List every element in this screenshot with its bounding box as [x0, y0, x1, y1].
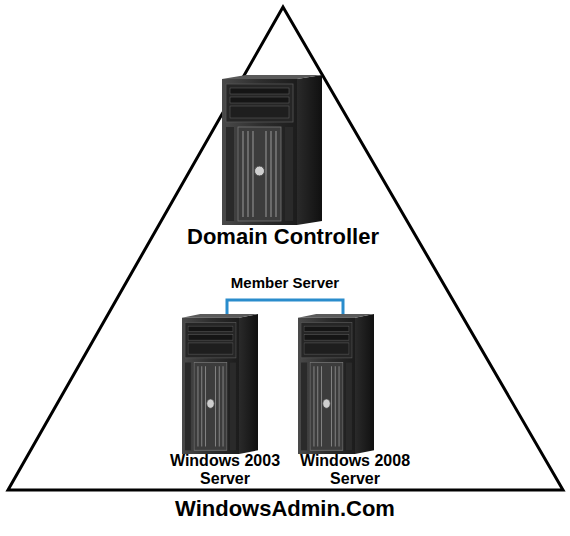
- server-illustration: [298, 314, 374, 454]
- server-illustration: [222, 75, 322, 225]
- server-illustration: [182, 314, 258, 454]
- node-label: Windows 2008 Server: [290, 452, 420, 488]
- connector-label: Member Server: [185, 274, 385, 291]
- server-node: Windows 2008 Server: [290, 314, 420, 488]
- node-label: Windows 2003 Server: [160, 452, 290, 488]
- triangle-outline: [8, 7, 563, 490]
- server-node: Windows 2003 Server: [160, 314, 290, 488]
- watermark-label: WindowsAdmin.Com: [0, 496, 570, 522]
- server-node: Domain Controller: [180, 70, 386, 250]
- bracket-connector: [227, 300, 343, 314]
- node-label: Domain Controller: [187, 224, 379, 250]
